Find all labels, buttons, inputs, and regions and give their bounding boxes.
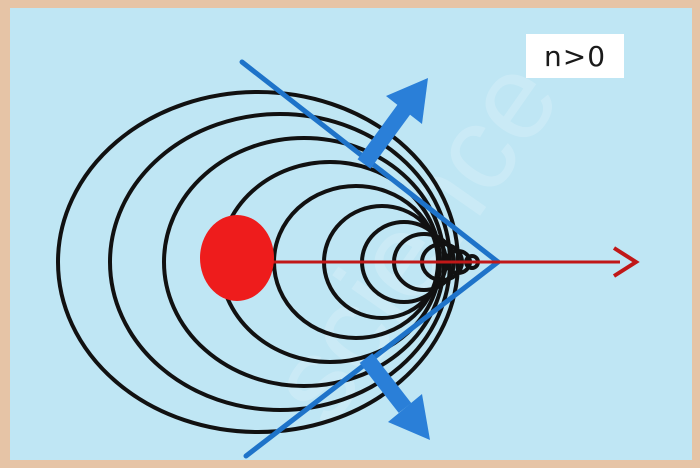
moving-charge-source	[200, 215, 274, 301]
condition-label: n>0	[526, 34, 624, 78]
